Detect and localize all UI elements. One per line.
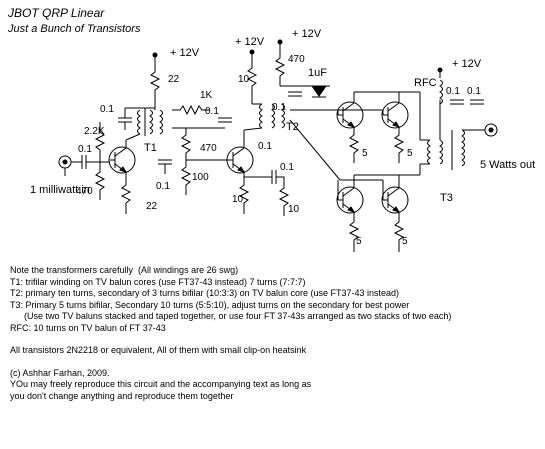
svg-text:0.1: 0.1: [272, 102, 286, 113]
svg-text:100: 100: [192, 172, 209, 183]
resistor-5-q5: [348, 212, 360, 252]
svg-text:0.1: 0.1: [100, 104, 114, 115]
svg-text:0.1: 0.1: [446, 86, 460, 97]
svg-text:0.1: 0.1: [280, 162, 294, 173]
svg-text:10: 10: [232, 194, 244, 205]
transistor-q1: [108, 146, 136, 174]
diagram-subtitle: Just a Bunch of Transistors: [7, 23, 141, 35]
note-license-1: YOu may freely reproduce this circuit an…: [10, 379, 312, 389]
svg-text:0.1: 0.1: [467, 86, 481, 97]
supply-label-1: + 12V: [170, 47, 200, 59]
svg-text:2.2K: 2.2K: [84, 126, 105, 137]
resistor-10-supply: [246, 62, 258, 96]
resistor-5-q6: [393, 212, 405, 252]
diagram-title: JBOT QRP Linear: [7, 6, 105, 20]
notes-section: Note the transformers carefully (All win…: [10, 265, 540, 402]
svg-text:5: 5: [407, 148, 413, 159]
svg-text:22: 22: [168, 74, 180, 85]
svg-text:0.1: 0.1: [258, 141, 272, 152]
capacitor-output-decouple: [450, 99, 484, 105]
output-connector: [484, 123, 498, 137]
svg-text:10: 10: [288, 204, 300, 215]
supply-label-3: + 12V: [292, 28, 322, 40]
transistor-q2: [225, 146, 254, 174]
resistor-22-supply: [149, 65, 161, 100]
transformer-t2: [259, 103, 285, 129]
svg-text:470: 470: [200, 143, 217, 154]
note-rfc: RFC: 10 turns on TV balun of FT 37-43: [10, 322, 166, 333]
transistor-q5: [336, 186, 364, 214]
capacitor-feedback: [218, 117, 232, 123]
svg-text:5: 5: [362, 148, 368, 159]
resistor-470-bias: [180, 128, 192, 160]
svg-text:0.1: 0.1: [205, 106, 219, 117]
note-t2: T2: primary ten turns, secondary of 3 tu…: [10, 288, 400, 298]
svg-text:470: 470: [76, 186, 93, 197]
resistor-100: [180, 160, 192, 195]
input-label: 1 milliwatt in: [30, 184, 90, 196]
transistor-q3: [336, 101, 364, 129]
resistor-2k2: [94, 122, 106, 162]
input-connector: [58, 155, 72, 176]
note-license-2: you don't change anything and reproduce …: [10, 390, 234, 401]
svg-text:1uF: 1uF: [308, 67, 327, 79]
note-transistors: All transistors 2N2218 or equivalent, Al…: [10, 345, 307, 355]
note-t1: T1: trifilar winding on TV balun cores (…: [10, 276, 306, 287]
transistor-q6: [381, 186, 409, 214]
note-t3: T3: Primary 5 turns bifilar, Secondary 1…: [10, 299, 410, 310]
resistor-10-bypass: [276, 176, 290, 216]
svg-text:0.1: 0.1: [78, 144, 92, 155]
transformer-t3: [427, 129, 465, 170]
note-copyright: (c) Ashhar Farhan, 2009.: [10, 367, 110, 378]
capacitor-decouple-1: [118, 108, 132, 130]
capacitor-input: [81, 155, 87, 169]
svg-text:470: 470: [288, 54, 305, 65]
resistor-470-supply: [274, 52, 286, 86]
resistor-22-emitter: [120, 172, 132, 214]
transformer-t1: [137, 108, 163, 136]
resistor-10-q2-emitter: [238, 172, 250, 214]
capacitor-1uf: [288, 91, 302, 97]
resistor-5-q3: [348, 127, 360, 163]
t1-label: T1: [144, 142, 157, 154]
svg-text:10: 10: [238, 74, 250, 85]
rf-choke: [439, 79, 443, 105]
svg-text:5: 5: [356, 236, 362, 247]
resistor-470-input: [94, 162, 106, 200]
svg-text:0.1: 0.1: [156, 181, 170, 192]
svg-text:22: 22: [146, 201, 158, 212]
diode: [280, 85, 330, 98]
capacitor-q2-base: [158, 159, 172, 174]
resistor-5-q4: [393, 127, 405, 163]
svg-text:1K: 1K: [200, 90, 213, 101]
note-transformers: Note the transformers carefully (All win…: [10, 265, 239, 275]
note-t3-detail: (Use two TV baluns stacked and taped tog…: [24, 311, 452, 321]
transistor-q4: [381, 101, 409, 129]
supply-label-4: + 12V: [452, 58, 482, 70]
schematic-diagram: JBOT QRP Linear Just a Bunch of Transist…: [7, 6, 535, 252]
output-label: 5 Watts out: [480, 159, 535, 171]
supply-label-2: + 12V: [235, 36, 265, 48]
resistor-1k-feedback: [172, 104, 210, 116]
t2-label: T2: [286, 121, 299, 133]
capacitor-q2-emitter: [244, 170, 277, 184]
t3-label: T3: [440, 192, 453, 204]
svg-text:5: 5: [402, 236, 408, 247]
rfc-label: RFC: [414, 77, 437, 89]
